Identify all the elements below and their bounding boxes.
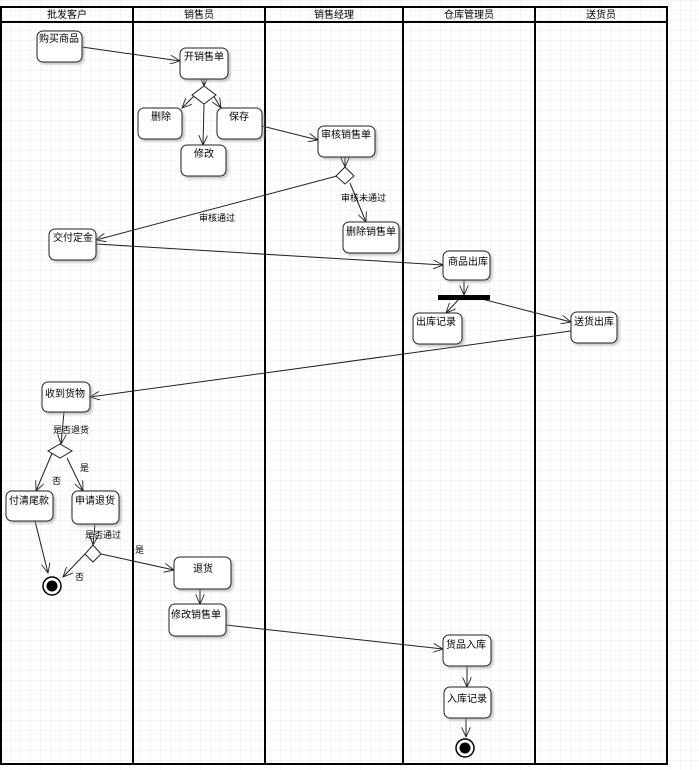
node-goods-out-label: 商品出库	[448, 255, 488, 268]
connectors	[34, 46, 572, 737]
edge-pay-end	[34, 520, 48, 573]
node-pay-box	[5, 490, 54, 522]
edge-fork-deliver	[477, 297, 571, 322]
node-review-label: 审核销售单	[321, 128, 371, 141]
node-pay-label: 付清尾款	[9, 494, 49, 507]
node-goods-out-box	[442, 250, 491, 281]
node-modify-order-box	[168, 603, 227, 637]
decision-return	[47, 443, 73, 459]
fork-bar	[438, 295, 490, 300]
label-return-question: 是否退货	[53, 424, 89, 436]
node-receive-box	[41, 381, 91, 413]
node-deposit-box	[48, 228, 97, 261]
label-yes-2: 是	[135, 545, 144, 556]
edge-deposit-out	[95, 243, 443, 265]
node-open-order-label: 开销售单	[184, 50, 224, 63]
node-modify-label: 修改	[194, 147, 214, 160]
edge-decision-modify	[203, 103, 204, 145]
edge-review-failed	[349, 182, 366, 222]
node-out-record-box	[412, 312, 463, 345]
swimlane-frame	[0, 6, 668, 765]
label-pass-question: 是否通过	[85, 529, 121, 541]
edge-apply-decision	[93, 523, 95, 545]
node-delete-box	[137, 107, 183, 140]
node-buy-box	[36, 30, 83, 63]
node-receive-label: 收到货物	[45, 387, 85, 400]
lane-header-warehouse-manager: 仓库管理员	[444, 8, 494, 21]
lane-header-sales-manager: 销售经理	[314, 8, 354, 21]
node-return-goods-box	[173, 556, 232, 590]
edge-decision-return-goods	[100, 553, 174, 570]
node-modify-box	[180, 144, 227, 177]
edge-review-passed	[96, 175, 338, 240]
node-goods-in-label: 货品入库	[446, 638, 486, 651]
final-node-1	[42, 576, 62, 596]
final-node-2	[455, 738, 475, 758]
node-delete-order-label: 删除销售单	[346, 225, 396, 238]
label-no-2: 否	[75, 572, 84, 583]
label-review-passed: 审核通过	[199, 212, 235, 224]
node-apply-return-label: 申请退货	[75, 494, 115, 507]
edge-decision-end	[63, 553, 86, 577]
node-in-record-box	[443, 686, 492, 719]
edge-deliver-receive	[90, 330, 572, 397]
node-return-goods-label: 退货	[193, 562, 213, 575]
decision-pass	[84, 544, 102, 563]
node-deliver-box	[570, 311, 618, 344]
label-no-1: 否	[52, 476, 61, 487]
edge-decision-save	[213, 94, 221, 108]
node-buy-label: 购买商品	[39, 32, 79, 45]
node-apply-return-box	[71, 490, 120, 525]
edge-save-review	[261, 125, 318, 140]
node-goods-in-box	[442, 634, 492, 667]
node-deliver-label: 送货出库	[574, 315, 614, 328]
edge-modify-goodsin	[225, 624, 443, 649]
edge-receive-decision	[61, 411, 64, 444]
node-review-box	[317, 125, 376, 158]
lane-header-delivery: 送货员	[586, 8, 616, 21]
decision-order-action	[191, 85, 217, 105]
node-save-label: 保存	[229, 110, 249, 123]
node-deposit-label: 交付定金	[53, 231, 93, 244]
label-review-failed: 审核未通过	[341, 192, 386, 204]
lane-header-salesperson: 销售员	[184, 8, 214, 21]
node-modify-order-label: 修改销售单	[171, 608, 221, 621]
node-in-record-label: 入库记录	[447, 692, 487, 705]
node-delete-order-box	[342, 221, 400, 254]
edge-decision-pay	[36, 450, 54, 491]
node-out-record-label: 出库记录	[416, 315, 456, 328]
edge-buy-open	[81, 46, 180, 61]
node-open-order-box	[179, 47, 229, 80]
lane-header-customer: 批发客户	[47, 8, 87, 21]
edge-decision-return	[66, 457, 83, 491]
node-delete-label: 删除	[151, 110, 171, 123]
edge-decision-delete	[182, 94, 196, 108]
decision-review-result	[335, 166, 355, 185]
node-save-box	[216, 107, 263, 140]
edge-fork-record	[446, 297, 461, 313]
label-yes-1: 是	[80, 463, 89, 474]
